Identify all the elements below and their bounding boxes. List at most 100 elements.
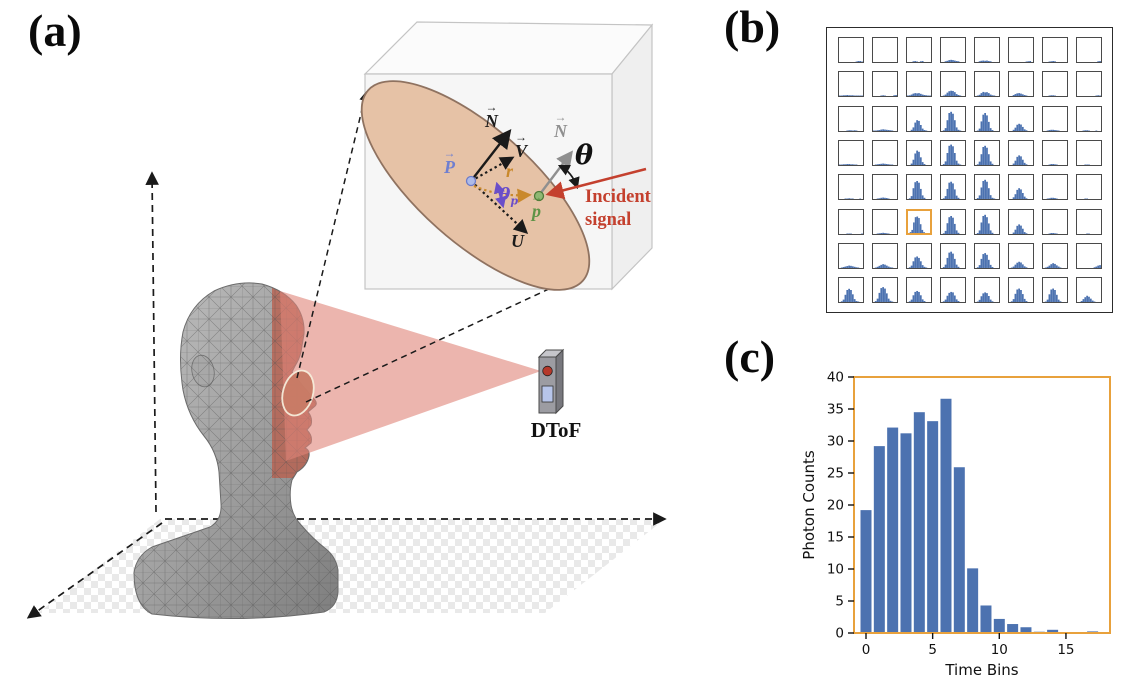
histogram-cell (872, 105, 898, 132)
histogram-bar (887, 427, 899, 633)
vector-label-sample-point: →p (530, 190, 543, 221)
histogram-cell (1042, 37, 1068, 63)
axis-arrow-diagonal (26, 522, 163, 619)
histogram-cell (1076, 37, 1102, 63)
histogram-cell (906, 37, 932, 63)
vector-label-v-axis: →V (515, 130, 528, 161)
panel-a-scene (26, 21, 667, 620)
y-tick-label: 25 (827, 466, 844, 482)
histogram-cell (872, 71, 898, 98)
patch-vector-diagram (465, 128, 647, 234)
histogram-cell (1008, 139, 1034, 166)
y-tick-label: 35 (827, 402, 844, 418)
x-tick-label: 5 (928, 642, 937, 658)
histogram-bar (980, 605, 992, 633)
histogram-cell (940, 105, 966, 132)
panel-a-label: (a) (28, 5, 82, 56)
histogram-cell (906, 242, 932, 269)
histogram-cell (1042, 139, 1068, 166)
y-tick-label: 5 (835, 594, 844, 610)
histogram-cell (1008, 105, 1034, 132)
vector-label-patch-normal: →N (485, 100, 498, 131)
histogram-cell (838, 174, 864, 201)
y-tick-label: 20 (827, 498, 844, 514)
histogram-cell (974, 174, 1000, 201)
illumination-cone (280, 291, 541, 461)
histogram-cell (974, 208, 1000, 235)
histogram-cell (1008, 71, 1034, 98)
dtof-sensor-label: DToF (530, 418, 582, 442)
histogram-cell (838, 139, 864, 166)
histogram-cell (1008, 37, 1034, 63)
histogram-cell (1042, 105, 1068, 132)
histogram-cell (1076, 105, 1102, 132)
histogram-bar (1007, 624, 1019, 633)
histogram-cell (1008, 174, 1034, 201)
histogram-cell (940, 174, 966, 201)
ground-plane (38, 519, 665, 613)
histogram-bar (967, 568, 979, 633)
sensor-histogram-grid (826, 27, 1113, 313)
y-tick-label: 40 (827, 370, 844, 386)
histogram-cell (872, 174, 898, 201)
x-axis-label: Time Bins (944, 661, 1018, 679)
histogram-cell (872, 242, 898, 269)
histogram-cell (906, 277, 932, 304)
histogram-bar (900, 433, 912, 633)
vector-label-surface-normal: →N (554, 110, 567, 141)
histogram-bar (940, 398, 952, 633)
histogram-bar (1020, 627, 1032, 633)
y-tick-label: 15 (827, 530, 844, 546)
histogram-cell (838, 71, 864, 98)
label-theta-p: θp (499, 185, 519, 208)
histogram-cell (1076, 139, 1102, 166)
incident-signal-arrow (545, 167, 647, 200)
dtof-sensor (537, 348, 565, 415)
sample-point (533, 190, 545, 202)
zoom-connector-top (296, 91, 369, 379)
x-tick-label: 10 (991, 642, 1008, 658)
histogram-cell (906, 174, 932, 201)
axis-arrow-vertical (145, 171, 159, 513)
theta-angle-arrow (557, 164, 580, 190)
histogram-cell (1042, 242, 1068, 269)
histogram-cell (940, 277, 966, 304)
histogram-cell (974, 139, 1000, 166)
histogram-cell (1042, 71, 1068, 98)
histogram-cell (1008, 277, 1034, 304)
cheek-patch-ellipse (281, 369, 315, 417)
histogram-cell (838, 208, 864, 235)
vector-label-patch-center: →P (443, 146, 456, 177)
y-tick-label: 10 (827, 562, 844, 578)
histogram-cell (974, 277, 1000, 304)
histogram-cell (974, 71, 1000, 98)
histogram-cell (974, 105, 1000, 132)
theta-p-angle-arrow (493, 181, 507, 209)
histogram-bar (873, 446, 885, 633)
histogram-cell (872, 208, 898, 235)
panel-b-label: (b) (724, 1, 781, 52)
histogram-bar (1047, 629, 1059, 633)
histogram-bar (953, 467, 965, 633)
histogram-bar (860, 510, 872, 633)
y-tick-label: 0 (835, 626, 844, 642)
histogram-cell (1042, 277, 1068, 304)
histogram-cell (1042, 174, 1068, 201)
histogram-cell (940, 37, 966, 63)
patch-center-point (465, 175, 477, 187)
x-tick-label: 0 (862, 642, 871, 658)
laser-emitter (542, 365, 553, 377)
histogram-cell (906, 105, 932, 132)
panel-c-label: (c) (724, 331, 776, 382)
histogram-bar (913, 412, 925, 633)
histogram-cell-highlighted (906, 208, 932, 235)
histogram-cell (1076, 174, 1102, 201)
surface-normal-arrow (539, 150, 574, 195)
histogram-cell (1076, 277, 1102, 304)
label-r-offset: r (506, 161, 514, 181)
incident-signal-label: Incident signal (585, 187, 651, 230)
histogram-cell (1042, 208, 1068, 235)
histogram-cell (940, 71, 966, 98)
histogram-cell (940, 208, 966, 235)
histogram-bar (993, 618, 1005, 633)
